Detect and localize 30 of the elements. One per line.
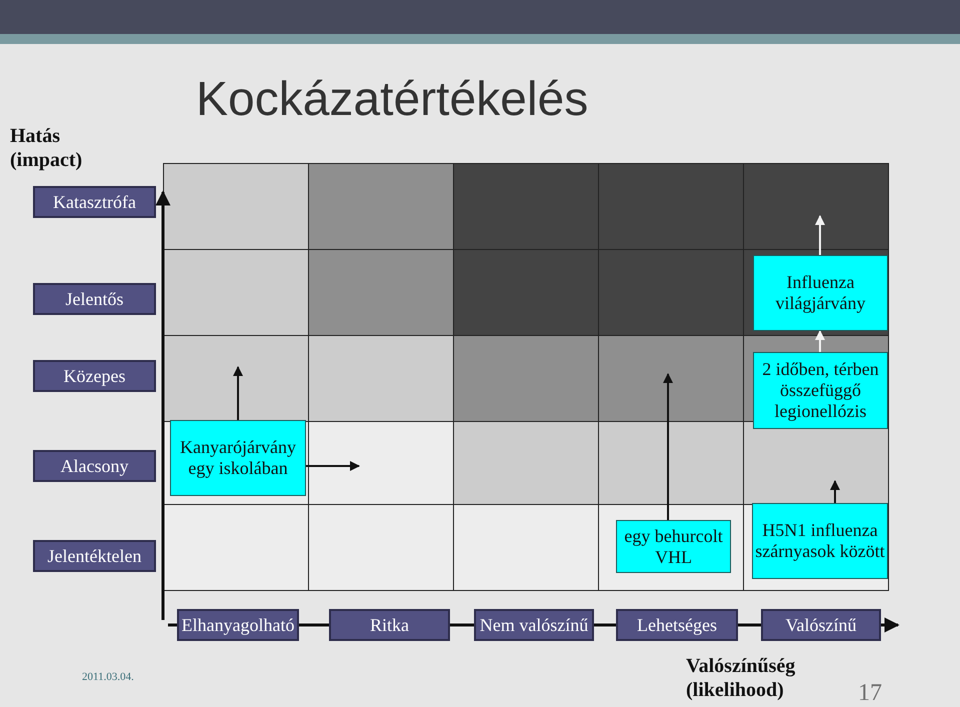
matrix-cell xyxy=(598,335,744,422)
slide-title: Kockázatértékelés xyxy=(196,72,588,127)
impact-level-label: Jelentős xyxy=(33,283,156,315)
risk-event-box: H5N1 influenza szárnyasok között xyxy=(752,503,888,579)
matrix-cell xyxy=(163,335,309,422)
arrow xyxy=(830,480,840,503)
arrow xyxy=(663,373,673,520)
axis-title: Hatás (impact) xyxy=(10,124,84,172)
likelihood-level-label: Elhanyagolható xyxy=(177,609,299,641)
arrow xyxy=(306,461,360,471)
date-text: 2011.03.04. xyxy=(82,671,134,683)
page-number: 17 xyxy=(858,680,882,707)
matrix-cell xyxy=(743,163,889,250)
likelihood-level-label: Valószínű xyxy=(761,609,881,641)
likelihood-level-label: Nem valószínű xyxy=(474,609,594,641)
impact-level-label: Alacsony xyxy=(33,450,156,482)
impact-level-label: Katasztrófa xyxy=(33,186,156,218)
matrix-cell xyxy=(308,421,454,505)
risk-event-box: egy behurcolt VHL xyxy=(616,520,731,573)
impact-level-label: Jelentéktelen xyxy=(33,540,156,572)
likelihood-level-label: Ritka xyxy=(329,609,450,641)
risk-event-box: 2 időben, térben összefüggő legionellózis xyxy=(753,352,888,429)
arrow xyxy=(815,330,825,352)
likelihood-level-label: Lehetséges xyxy=(616,609,738,641)
arrow xyxy=(815,215,825,255)
risk-event-box: Influenza világjárvány xyxy=(753,255,888,331)
axis-title: Valószínűség (likelihood) xyxy=(686,654,796,702)
arrow xyxy=(233,366,243,420)
risk-event-box: Kanyarójárvány egy iskolában xyxy=(170,420,306,496)
impact-level-label: Közepes xyxy=(33,360,156,392)
